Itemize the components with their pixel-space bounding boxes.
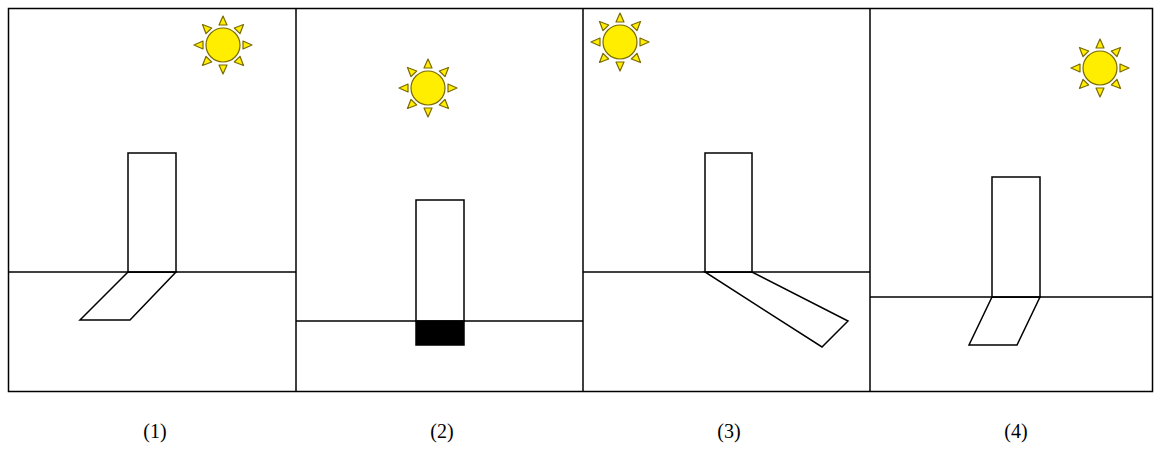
panel-2 [296,59,583,345]
panel-1 [8,16,296,320]
panel-number: (1) [143,420,166,443]
panel-number: (4) [1004,420,1027,443]
panel-number: (3) [717,420,740,443]
panel-4 [870,39,1153,345]
panel-number: (2) [430,420,453,443]
frame [9,9,1153,392]
panel-3 [583,13,870,347]
